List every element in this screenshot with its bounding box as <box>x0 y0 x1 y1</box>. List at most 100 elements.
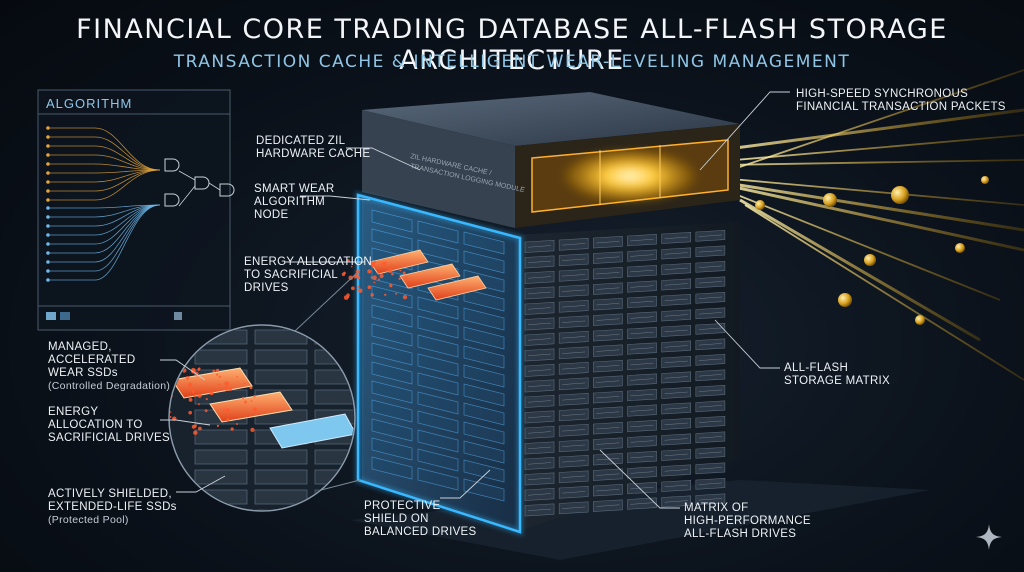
label-shielded-ssds: ACTIVELY SHIELDED, EXTENDED-LIFE SSDs (P… <box>48 488 177 526</box>
drive-slot-line <box>562 398 586 401</box>
energy-particle <box>358 288 363 293</box>
energy-particle <box>399 269 402 272</box>
drive-slot-line <box>596 442 620 445</box>
lens-drive <box>194 469 248 485</box>
sacrificial-drive <box>427 275 487 301</box>
drive-slot-line <box>698 296 722 299</box>
logic-gate <box>194 176 210 190</box>
energy-particle <box>244 400 247 404</box>
lens-drive <box>314 389 354 405</box>
drive-slot-line <box>698 265 722 268</box>
sacrificial-drives <box>369 249 487 301</box>
energy-particle <box>391 272 394 276</box>
transaction-packet <box>891 186 909 204</box>
energy-particle <box>216 424 220 428</box>
drive-slot-line <box>596 380 620 383</box>
floor-plate <box>350 480 930 560</box>
energy-particle <box>230 427 234 431</box>
wire-node <box>46 171 50 175</box>
drive-slot-line <box>630 471 654 474</box>
energy-particle <box>387 268 393 273</box>
drive-slot-line <box>698 420 722 423</box>
wire-node <box>46 251 50 255</box>
drive-slot-line <box>698 436 722 439</box>
packet-beam <box>739 198 981 342</box>
packet-beam <box>719 108 1024 152</box>
zil-cache-core-glow <box>560 148 700 204</box>
drive-slot-line <box>630 316 654 319</box>
logic-gate <box>219 183 235 197</box>
drive-slot-line <box>596 473 620 476</box>
drive-slot-line <box>527 431 552 434</box>
wire-node <box>46 269 50 273</box>
drive-slot-line <box>664 469 688 472</box>
drive-slot-line <box>664 360 688 363</box>
drive-slot-line <box>698 498 722 501</box>
drive-slot-line <box>664 236 688 239</box>
packet-beam <box>719 180 1024 232</box>
drive-slot-line <box>630 409 654 412</box>
drive-slot-line <box>562 243 586 246</box>
energy-particle <box>367 269 372 274</box>
wire-node <box>46 162 50 166</box>
drive-slot-line <box>596 427 620 430</box>
transaction-packet <box>915 315 925 325</box>
energy-particle <box>348 275 354 281</box>
drive-slot-line <box>596 396 620 399</box>
packet-beam <box>719 159 1024 166</box>
lens-drive <box>254 449 308 465</box>
energy-particle <box>384 293 387 296</box>
energy-particle <box>249 386 253 390</box>
transaction-packet <box>755 200 765 210</box>
drive-slot-line <box>596 349 620 352</box>
cabinet-top <box>362 92 740 146</box>
wire-node <box>46 135 50 139</box>
cache-module-front <box>362 110 515 228</box>
wire-node <box>46 153 50 157</box>
energy-particle <box>372 261 376 264</box>
energy-particle <box>402 294 408 300</box>
wire-node <box>46 126 50 130</box>
diagram-subtitle: TRANSACTION CACHE & INTELLIGENT WEAR-LEV… <box>173 52 851 72</box>
drive-slot-line <box>596 272 620 275</box>
energy-particle <box>226 418 230 422</box>
energy-particle <box>383 264 386 267</box>
drive-slot-line <box>562 382 586 385</box>
energy-particle <box>197 403 200 406</box>
drive-slot-line <box>527 477 552 480</box>
drive-slot-line <box>527 307 552 310</box>
packet-beam <box>744 204 1024 381</box>
drive-slot-line <box>527 369 552 372</box>
drive-slot-line <box>596 365 620 368</box>
drive-slot-line <box>527 353 552 356</box>
drive-slot-line <box>596 318 620 321</box>
drive-slot-line <box>698 250 722 253</box>
drive-slot-line <box>698 405 722 408</box>
drive-slot-line <box>698 389 722 392</box>
label-drive-matrix: MATRIX OF HIGH-PERFORMANCE ALL-FLASH DRI… <box>684 502 811 540</box>
drive-slot-line <box>562 367 586 370</box>
energy-particle <box>224 381 229 387</box>
lens-drive <box>254 369 308 385</box>
wire-node <box>46 242 50 246</box>
lens-drive <box>314 509 354 510</box>
energy-particle <box>212 369 216 373</box>
energy-particle <box>243 382 246 385</box>
drive-slot-line <box>527 493 552 496</box>
packet-beam <box>719 177 1024 206</box>
label-zil-cache: DEDICATED ZIL HARDWARE CACHE <box>256 135 371 160</box>
drive-slot-line <box>527 276 552 279</box>
wire-path <box>50 127 161 171</box>
energy-particle <box>170 410 172 414</box>
lens-drive <box>194 509 248 510</box>
energy-particle <box>218 375 221 378</box>
drive-slot-line <box>630 331 654 335</box>
energy-particle <box>404 276 408 279</box>
lens-drive <box>194 429 248 445</box>
packet-beam <box>729 191 1001 301</box>
drive-slot-line <box>527 338 552 341</box>
drive-slot-line <box>562 258 586 261</box>
energy-particle <box>346 295 350 299</box>
sacrificial-drive-zoom <box>209 391 293 423</box>
drive-slot-line <box>698 312 722 315</box>
